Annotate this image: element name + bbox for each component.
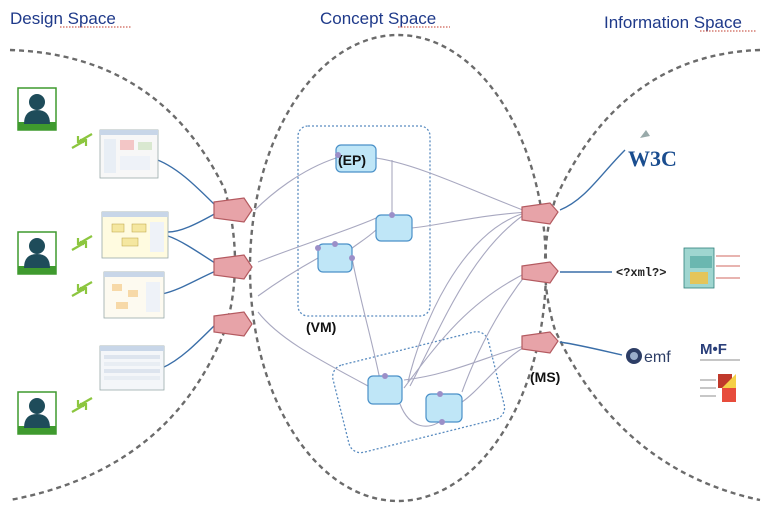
concept-node-3[interactable] (317, 243, 353, 273)
conn-ep-dp1 (254, 157, 337, 211)
user-icon (17, 391, 57, 435)
design-port-1[interactable] (213, 197, 253, 223)
conn-node3-dp2 (257, 257, 319, 297)
conn-ms3-node5 (461, 344, 529, 403)
w3c-text: W3C (628, 146, 677, 171)
user-icon (17, 87, 57, 131)
design-space-boundary (9, 48, 237, 502)
conn-node2-node3 (349, 229, 377, 251)
concept-space-title: Concept Space (320, 9, 436, 28)
screenshot-thumbnail-icon (101, 211, 169, 259)
link-icon (71, 281, 93, 297)
link-icon (71, 235, 93, 251)
conn-ms1-node4 (407, 211, 529, 383)
connection-dots (315, 152, 445, 425)
design-connectors (151, 157, 219, 369)
emf-logo-icon: emf (626, 348, 671, 366)
link-icon (71, 397, 93, 413)
ep-label: (EP) (338, 152, 366, 168)
info-port-2[interactable] (521, 261, 559, 284)
screenshot-thumbnail-icon (99, 129, 159, 179)
ms-label: (MS) (530, 369, 560, 385)
conn-ms1-ep (375, 157, 529, 213)
conn-ms2-node5 (461, 271, 529, 393)
conn-node2-dp2 (257, 217, 377, 263)
info-connectors (559, 149, 626, 356)
conn-node3-node4 (351, 257, 381, 381)
design-port-2[interactable] (213, 254, 253, 280)
xml-text: <?xml?> (616, 266, 666, 280)
screenshot-thumbnail-icon (99, 345, 165, 391)
info-port-1[interactable] (521, 202, 559, 225)
conn-ms1-node4b (409, 211, 529, 387)
screenshot-thumbnail-icon (103, 271, 165, 319)
design-port-3[interactable] (213, 311, 253, 337)
concept-node-4[interactable] (367, 375, 403, 405)
ep-node[interactable]: (EP) (335, 144, 377, 173)
conn-dp3-node4 (257, 311, 369, 387)
concept-space-boundary (248, 33, 548, 503)
emf-text: emf (644, 349, 671, 366)
mof-text: M•F (700, 341, 727, 358)
xml-document-icon: <?xml?> (616, 247, 740, 289)
conn-ms3-node4 (403, 344, 529, 381)
conn-ms2-node4 (403, 271, 529, 389)
mof-logo-icon: M•F (700, 341, 740, 361)
concept-node-2[interactable] (375, 214, 413, 242)
view-group-box (297, 125, 431, 317)
user-icon (17, 231, 57, 275)
concept-node-5[interactable] (425, 393, 463, 423)
link-icon (71, 133, 93, 149)
design-space-title: Design Space (10, 9, 116, 28)
connections (254, 157, 529, 427)
conn-ms1-node2 (411, 211, 529, 229)
vm-label: (VM) (306, 319, 336, 335)
w3c-logo-icon: W3C (628, 130, 677, 171)
information-space-title: Information Space (604, 13, 742, 32)
uml-logo-icon (700, 374, 736, 402)
info-port-3[interactable] (521, 331, 559, 354)
